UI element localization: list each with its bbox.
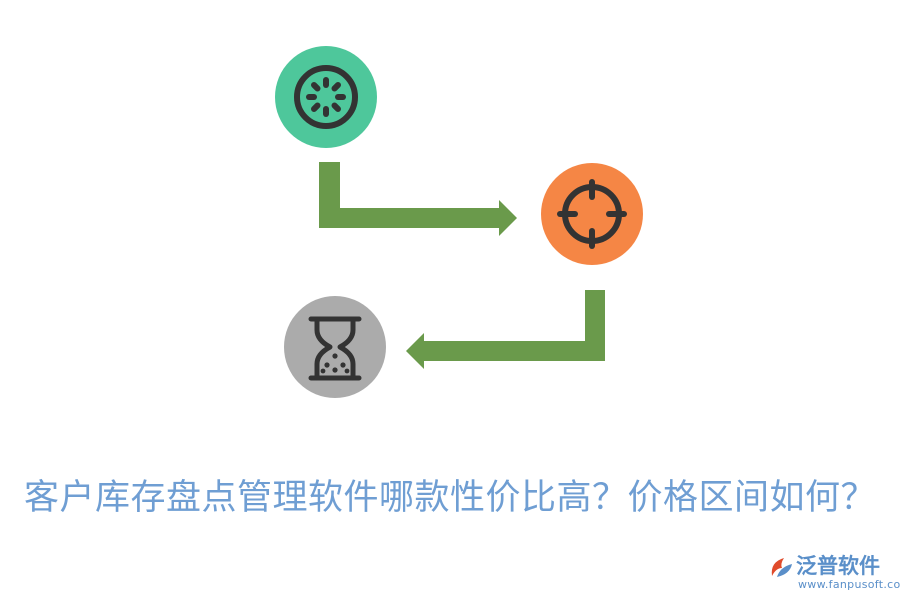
end-node (284, 296, 386, 398)
loading-dial-icon (294, 65, 358, 129)
brand-url: www.fanpusoft.com (798, 578, 900, 591)
crosshair-target-icon (557, 179, 627, 249)
start-node (275, 46, 377, 148)
middle-node (541, 163, 643, 265)
arrow-middle-to-end (406, 290, 605, 369)
hourglass-sand (320, 353, 350, 374)
hourglass-icon (308, 316, 362, 381)
arrow-start-to-middle (319, 162, 517, 236)
brand-name: 泛普软件 (796, 554, 880, 578)
brand-logo[interactable]: 泛普软件 www.fanpusoft.com (766, 552, 900, 592)
brand-leaf-icon (771, 558, 792, 577)
page-headline: 客户库存盘点管理软件哪款性价比高？价格区间如何？ (23, 478, 876, 518)
